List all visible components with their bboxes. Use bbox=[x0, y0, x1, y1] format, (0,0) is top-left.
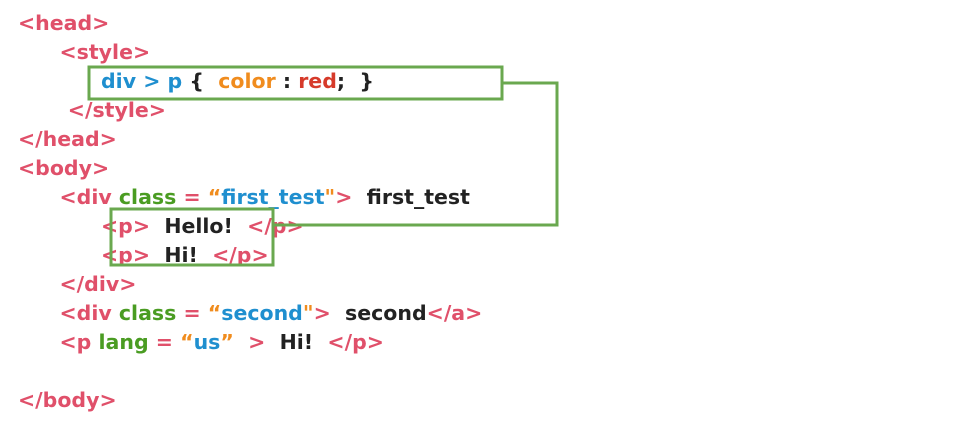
code-line: <p lang = “us” > Hi! </p> bbox=[60, 328, 384, 357]
code-token: first_test bbox=[221, 185, 325, 209]
code-token: <p> bbox=[101, 243, 165, 267]
code-line: <head> bbox=[18, 9, 109, 38]
code-token: Hi! bbox=[164, 243, 213, 267]
code-line: div > p { color : red; } bbox=[101, 67, 374, 96]
code-line: </div> bbox=[60, 270, 137, 299]
code-line: </head> bbox=[18, 125, 117, 154]
code-line: </body> bbox=[18, 386, 117, 415]
code-token: class bbox=[118, 301, 177, 325]
code-line: <div class = “first_test"> first_test bbox=[60, 183, 470, 212]
code-token: { bbox=[182, 69, 219, 93]
code-token: </p> bbox=[327, 330, 384, 354]
code-token: </p> bbox=[212, 243, 269, 267]
code-token: “ bbox=[207, 301, 222, 325]
code-token: </head> bbox=[18, 127, 117, 151]
code-token: color bbox=[218, 69, 276, 93]
code-line: <p> Hi! </p> bbox=[101, 241, 269, 270]
code-token: : bbox=[275, 69, 299, 93]
code-token: > bbox=[233, 330, 280, 354]
code-token: <p bbox=[59, 330, 99, 354]
code-token: p bbox=[167, 69, 183, 93]
code-line: <style> bbox=[60, 38, 151, 67]
code-line: </style> bbox=[68, 96, 166, 125]
code-token: <div bbox=[59, 301, 119, 325]
selector-highlight-box bbox=[87, 65, 504, 101]
code-token: class bbox=[118, 185, 177, 209]
code-token: first_test bbox=[366, 185, 470, 209]
connector-line bbox=[273, 81, 559, 227]
code-token: “ bbox=[207, 185, 222, 209]
code-token: second bbox=[221, 301, 303, 325]
code-line: <body> bbox=[18, 154, 109, 183]
code-token: <style> bbox=[59, 40, 151, 64]
code-token: Hi! bbox=[279, 330, 328, 354]
code-token: = bbox=[176, 185, 208, 209]
code-token: > bbox=[136, 69, 168, 93]
code-token: second bbox=[345, 301, 427, 325]
matched-elements-highlight-box bbox=[109, 207, 275, 267]
code-token: ; } bbox=[336, 69, 374, 93]
code-token: </style> bbox=[67, 98, 166, 122]
code-token: red bbox=[298, 69, 337, 93]
code-token: = bbox=[148, 330, 181, 354]
code-token: ” bbox=[220, 330, 234, 354]
code-token: > bbox=[335, 185, 367, 209]
code-token: </div> bbox=[59, 272, 137, 296]
code-token: " bbox=[302, 301, 314, 325]
code-token: </a> bbox=[426, 301, 483, 325]
code-token: “ bbox=[180, 330, 194, 354]
code-token: us bbox=[193, 330, 221, 354]
code-token: <head> bbox=[18, 11, 110, 35]
code-token: div bbox=[101, 69, 137, 93]
code-token: " bbox=[324, 185, 336, 209]
code-token: > bbox=[313, 301, 346, 325]
code-token: lang bbox=[98, 330, 149, 354]
code-token: <body> bbox=[18, 156, 110, 180]
code-token: Hello! bbox=[164, 214, 248, 238]
code-token: </body> bbox=[18, 388, 117, 412]
code-line: <div class = “second"> second</a> bbox=[60, 299, 483, 328]
code-token: <p> bbox=[101, 214, 165, 238]
code-token: <div bbox=[59, 185, 119, 209]
code-token: = bbox=[176, 301, 208, 325]
